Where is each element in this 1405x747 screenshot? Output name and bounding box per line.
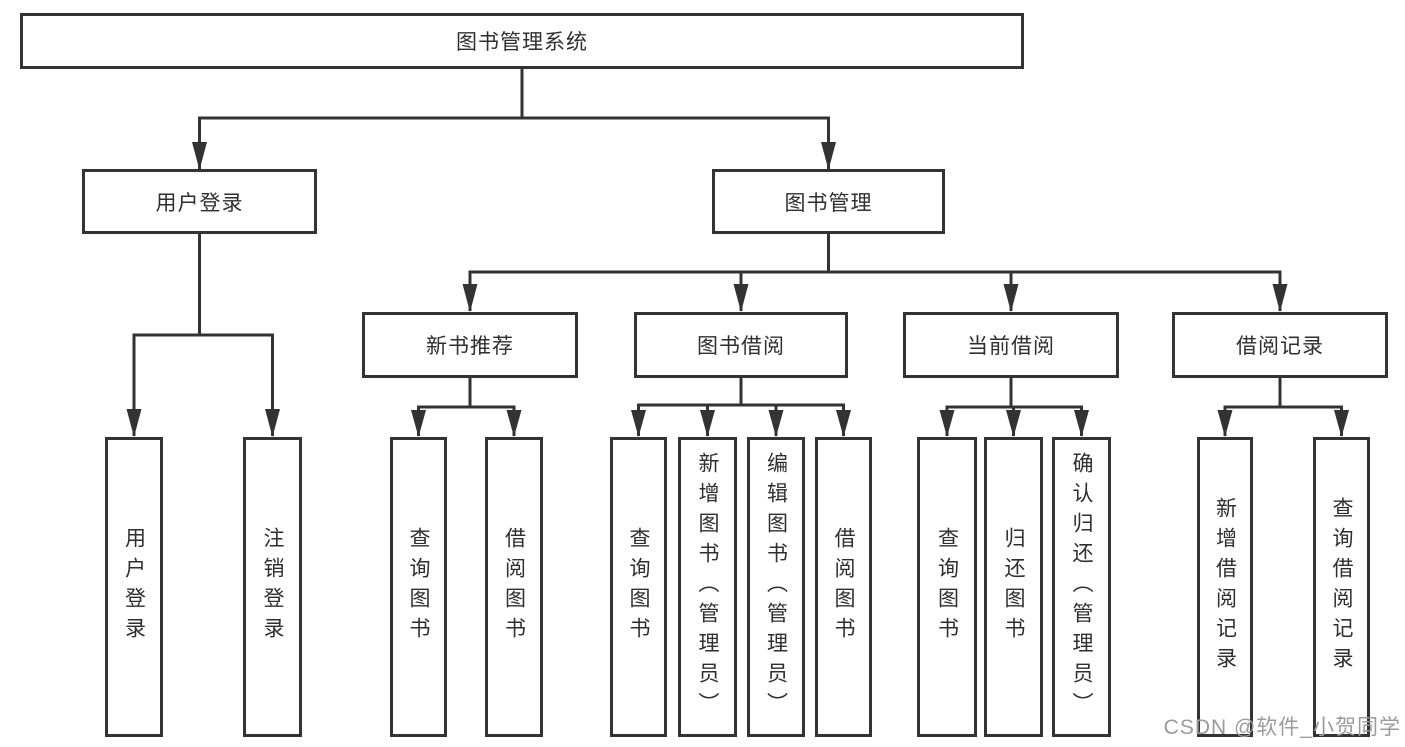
arrow-to-new-book [462,284,478,312]
node-book-management: 图书管理 [712,169,945,234]
node-label-borrow-records: 借阅记录 [1236,335,1324,358]
arrow-to-user-login [192,142,207,170]
node-label-root: 图书管理系统 [456,31,588,54]
leaf-user-login: 用户登录 [105,437,163,737]
arrow-current-leaf2 [1006,410,1021,437]
arrow-to-borrow-records [1272,284,1288,312]
leaf-label-query-borrow-record: 查询借阅记录 [1330,497,1353,677]
node-new-book-recommend: 新书推荐 [362,312,578,378]
leaf-label-add-borrow-record: 新增借阅记录 [1213,497,1237,677]
arrow-newbook-leaf1 [411,410,426,437]
node-user-login: 用户登录 [82,169,317,234]
wire-root-branch [198,116,830,169]
arrow-borrow-leaf1 [631,410,646,437]
wire-bookmgmt-branch [468,270,1282,311]
arrow-current-leaf3 [1074,410,1089,437]
leaf-label-return-books: 归还图书 [1002,527,1025,647]
leaf-query-borrow-record: 查询借阅记录 [1313,437,1370,737]
node-borrow-records: 借阅记录 [1172,312,1388,378]
arrow-to-book-borrow [733,284,749,312]
node-library-management-system: 图书管理系统 [20,13,1024,69]
arrow-to-book-mgmt [821,142,836,170]
leaf-label-query-books-borrow: 查询图书 [627,527,650,647]
arrow-newbook-leaf2 [506,410,522,437]
leaf-add-books-admin: 新增图书（管理员） [678,437,737,737]
leaf-label-query-books-current: 查询图书 [935,527,959,647]
node-label-new-book-recommend: 新书推荐 [426,335,514,358]
leaf-label-query-books-recommend: 查询图书 [407,527,430,647]
node-current-borrowing: 当前借阅 [903,312,1119,378]
leaf-label-confirm-return-admin: 确认归还（管理员） [1070,452,1093,722]
arrow-to-current-borrow [1003,284,1019,312]
leaf-borrow-books-recommend: 借阅图书 [485,437,543,737]
leaf-label-logout: 注销登录 [261,527,284,647]
leaf-label-borrow-books-recommend: 借阅图书 [502,527,526,647]
watermark-text: CSDN @软件_小贺同学 [1163,716,1401,739]
leaf-query-books-borrow: 查询图书 [610,437,667,737]
leaf-label-add-books-admin: 新增图书（管理员） [696,452,719,722]
arrow-to-leaf-user-login [126,409,142,437]
leaf-label-borrow-books: 借阅图书 [832,527,855,647]
arrow-borrow-leaf3 [768,410,784,437]
arrow-records-leaf2 [1334,410,1349,437]
node-label-book-management: 图书管理 [784,191,873,215]
arrow-borrow-leaf4 [836,410,851,437]
leaf-label-user-login: 用户登录 [122,527,146,647]
node-label-current-borrowing: 当前借阅 [967,335,1055,358]
arrow-records-leaf1 [1217,410,1233,437]
node-book-borrowing: 图书借阅 [634,312,848,378]
leaf-confirm-return-admin: 确认归还（管理员） [1052,437,1111,737]
leaf-return-books: 归还图书 [984,437,1043,737]
leaf-edit-books-admin: 编辑图书（管理员） [747,437,805,737]
leaf-query-books-recommend: 查询图书 [390,437,447,737]
node-label-user-login: 用户登录 [155,191,244,215]
leaf-add-borrow-record: 新增借阅记录 [1197,437,1253,737]
leaf-label-edit-books-admin: 编辑图书（管理员） [764,452,788,722]
arrow-borrow-leaf2 [700,410,715,437]
arrow-to-leaf-logout [265,409,280,437]
wire-borrow-branch [637,403,845,436]
node-label-book-borrowing: 图书借阅 [697,335,785,358]
leaf-borrow-books: 借阅图书 [815,437,872,737]
arrow-current-leaf1 [939,410,955,437]
leaf-query-books-current: 查询图书 [917,437,977,737]
wire-records-branch [1223,405,1343,436]
wire-newbook-branch [417,405,516,436]
wire-userlogin-branch [132,333,274,436]
leaf-logout: 注销登录 [243,437,302,737]
